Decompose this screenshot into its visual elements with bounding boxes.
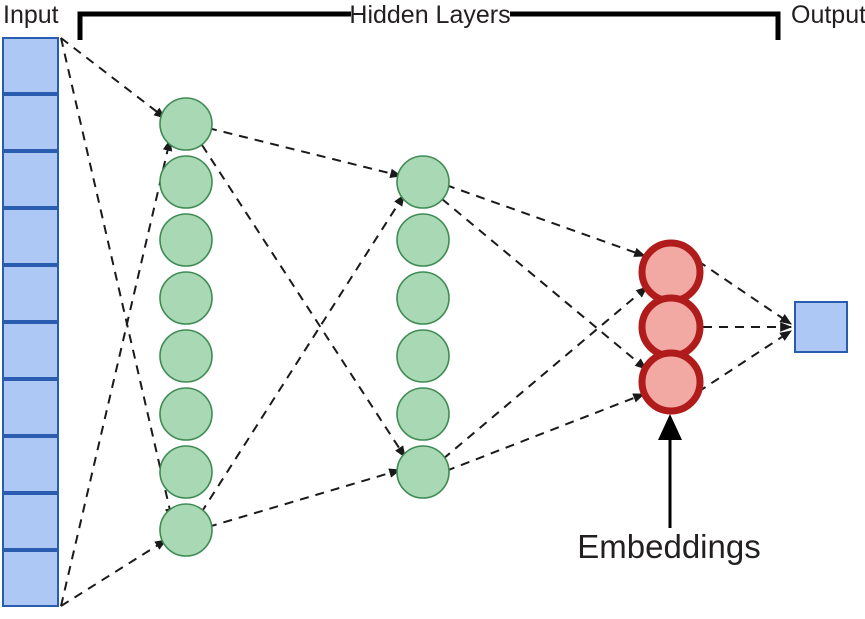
- hidden-node: [159, 329, 213, 383]
- input-node: [2, 436, 59, 493]
- connection-edges: [60, 37, 793, 607]
- input-node: [2, 493, 59, 550]
- connection-edge: [442, 286, 648, 460]
- connection-edge: [207, 127, 403, 179]
- hidden-node: [159, 213, 213, 267]
- output-layer: [794, 301, 848, 353]
- input-node: [2, 379, 59, 436]
- output-node: [794, 301, 848, 353]
- input-node: [2, 322, 59, 379]
- hidden-node: [396, 329, 450, 383]
- connection-edge: [60, 37, 166, 119]
- input-layer: [2, 37, 59, 607]
- hidden-node: [159, 271, 213, 325]
- connection-edge: [60, 539, 168, 607]
- hidden-node: [159, 387, 213, 441]
- connection-edge: [200, 193, 405, 514]
- hidden-node: [396, 271, 450, 325]
- input-node: [2, 37, 59, 94]
- hidden-layers-bracket: [77, 11, 781, 40]
- hidden-node: [396, 445, 450, 499]
- embedding-node: [638, 239, 704, 305]
- connection-edge: [441, 198, 647, 370]
- callout-arrow-head: [658, 414, 682, 440]
- hidden-node: [396, 387, 450, 441]
- connection-edge: [445, 184, 647, 257]
- input-node: [2, 208, 59, 265]
- bracket-right-arm: [510, 11, 781, 40]
- bracket-left-arm: [77, 11, 351, 40]
- hidden-node: [396, 213, 450, 267]
- input-label: Input: [3, 1, 59, 29]
- input-node: [2, 151, 59, 208]
- input-node: [2, 265, 59, 322]
- input-node: [2, 550, 59, 607]
- embeddings-callout-arrow: [658, 414, 682, 528]
- hidden-layers-label: Hidden Layers: [349, 1, 510, 29]
- hidden-layer-2: [396, 155, 450, 499]
- hidden-layer-1: [159, 97, 213, 557]
- embedding-layer: [638, 239, 704, 415]
- connection-edge: [697, 260, 792, 325]
- hidden-node: [159, 97, 213, 151]
- connection-edge: [697, 330, 793, 393]
- embedding-node: [638, 294, 704, 360]
- hidden-node: [159, 445, 213, 499]
- hidden-node: [396, 155, 450, 209]
- connection-edge: [207, 468, 402, 528]
- connection-edge: [60, 138, 173, 607]
- connection-edge: [201, 144, 406, 459]
- output-label: Output: [791, 1, 865, 29]
- embeddings-label: Embeddings: [577, 528, 760, 565]
- connection-edge: [445, 393, 646, 472]
- hidden-node: [159, 503, 213, 557]
- hidden-node: [159, 155, 213, 209]
- embedding-node: [638, 349, 704, 415]
- input-node: [2, 94, 59, 151]
- connection-edge: [60, 37, 175, 521]
